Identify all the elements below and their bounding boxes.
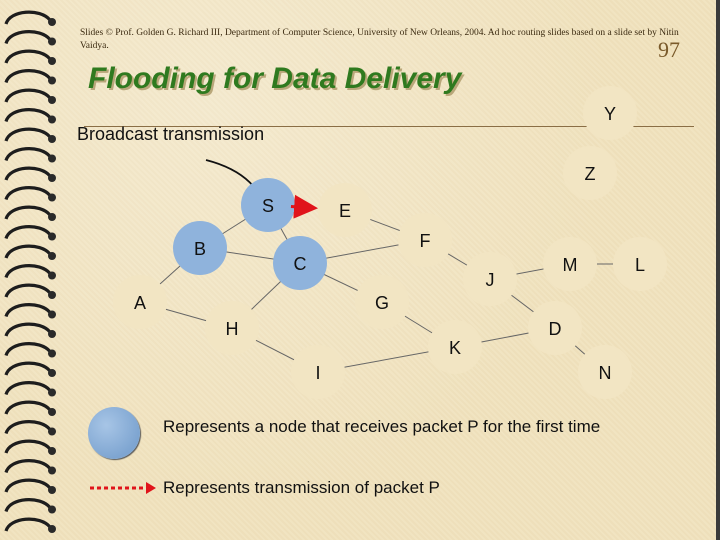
node-d: D [528, 301, 582, 355]
node-n-label: N [599, 363, 612, 383]
node-g-circle [355, 275, 409, 329]
node-l-circle [613, 237, 667, 291]
node-y-circle [583, 86, 637, 140]
legend-arrow-swatch [90, 482, 156, 494]
node-y-label: Y [604, 104, 616, 124]
node-k-circle [428, 320, 482, 374]
node-l: L [613, 237, 667, 291]
spiral-ring [4, 10, 56, 26]
spiral-ring [4, 30, 56, 46]
node-b-circle [173, 221, 227, 275]
nodes-layer: S E Y Z F B C M L J A G H D K I N [113, 86, 667, 399]
spiral-ring [4, 49, 56, 65]
title-rule [84, 126, 694, 127]
slide-title: Flooding for Data Delivery [88, 62, 462, 95]
node-z: Z [563, 146, 617, 200]
node-j-label: J [486, 270, 495, 290]
node-j: J [463, 252, 517, 306]
spiral-ring [4, 186, 56, 202]
node-m-label: M [563, 255, 578, 275]
legend-node-text: Represents a node that receives packet P… [163, 417, 601, 436]
spiral-binding [4, 10, 56, 533]
node-c: C [273, 236, 327, 290]
spiral-ring [4, 459, 56, 475]
node-b: B [173, 221, 227, 275]
credit-text: Slides © Prof. Golden G. Richard III, De… [80, 28, 679, 51]
legend-arrow-text: Represents transmission of packet P [163, 478, 440, 497]
node-k: K [428, 320, 482, 374]
node-h-circle [205, 301, 259, 355]
node-i-circle [291, 345, 345, 399]
node-y: Y [583, 86, 637, 140]
node-c-label: C [294, 254, 307, 274]
spiral-ring [4, 147, 56, 163]
node-a-label: A [134, 293, 146, 313]
spiral-ring [4, 342, 56, 358]
node-s-circle [241, 178, 295, 232]
node-j-circle [463, 252, 517, 306]
node-h-label: H [226, 319, 239, 339]
node-g-label: G [375, 293, 389, 313]
node-n: N [578, 345, 632, 399]
spiral-ring [4, 478, 56, 494]
node-k-label: K [449, 338, 461, 358]
node-f-label: F [420, 231, 431, 251]
node-f: F [398, 213, 452, 267]
spiral-ring [4, 69, 56, 85]
spiral-ring [4, 381, 56, 397]
node-z-label: Z [585, 164, 596, 184]
node-l-label: L [635, 255, 645, 275]
spiral-ring [4, 400, 56, 416]
node-e-label: E [339, 201, 351, 221]
node-n-circle [578, 345, 632, 399]
legend-node-swatch [88, 407, 140, 459]
spiral-ring [4, 264, 56, 280]
node-g: G [355, 275, 409, 329]
spiral-ring [4, 517, 56, 533]
spiral-ring [4, 420, 56, 436]
node-e: E [318, 183, 372, 237]
spiral-ring [4, 205, 56, 221]
spiral-ring [4, 303, 56, 319]
node-s-label: S [262, 196, 274, 216]
slide-subtitle: Broadcast transmission [77, 124, 265, 144]
spiral-ring [4, 88, 56, 104]
node-e-circle [318, 183, 372, 237]
spiral-ring [4, 166, 56, 182]
spiral-ring [4, 244, 56, 260]
node-b-label: B [194, 239, 206, 259]
node-a-circle [113, 275, 167, 329]
spiral-ring [4, 108, 56, 124]
node-z-circle [563, 146, 617, 200]
node-f-circle [398, 213, 452, 267]
node-s: S [241, 178, 295, 232]
node-m-circle [543, 237, 597, 291]
spiral-ring [4, 498, 56, 514]
node-d-label: D [549, 319, 562, 339]
node-a: A [113, 275, 167, 329]
spiral-ring [4, 283, 56, 299]
page-number: 97 [658, 37, 680, 62]
spiral-ring [4, 225, 56, 241]
node-d-circle [528, 301, 582, 355]
transmissions-layer [290, 194, 319, 219]
node-c-circle [273, 236, 327, 290]
node-m: M [543, 237, 597, 291]
slide-edge [716, 0, 720, 540]
spiral-ring [4, 439, 56, 455]
node-h: H [205, 301, 259, 355]
spiral-ring [4, 322, 56, 338]
node-i: I [291, 345, 345, 399]
node-i-label: I [315, 363, 320, 383]
transmission-s-e [290, 194, 319, 219]
spiral-ring [4, 361, 56, 377]
spiral-ring [4, 127, 56, 143]
